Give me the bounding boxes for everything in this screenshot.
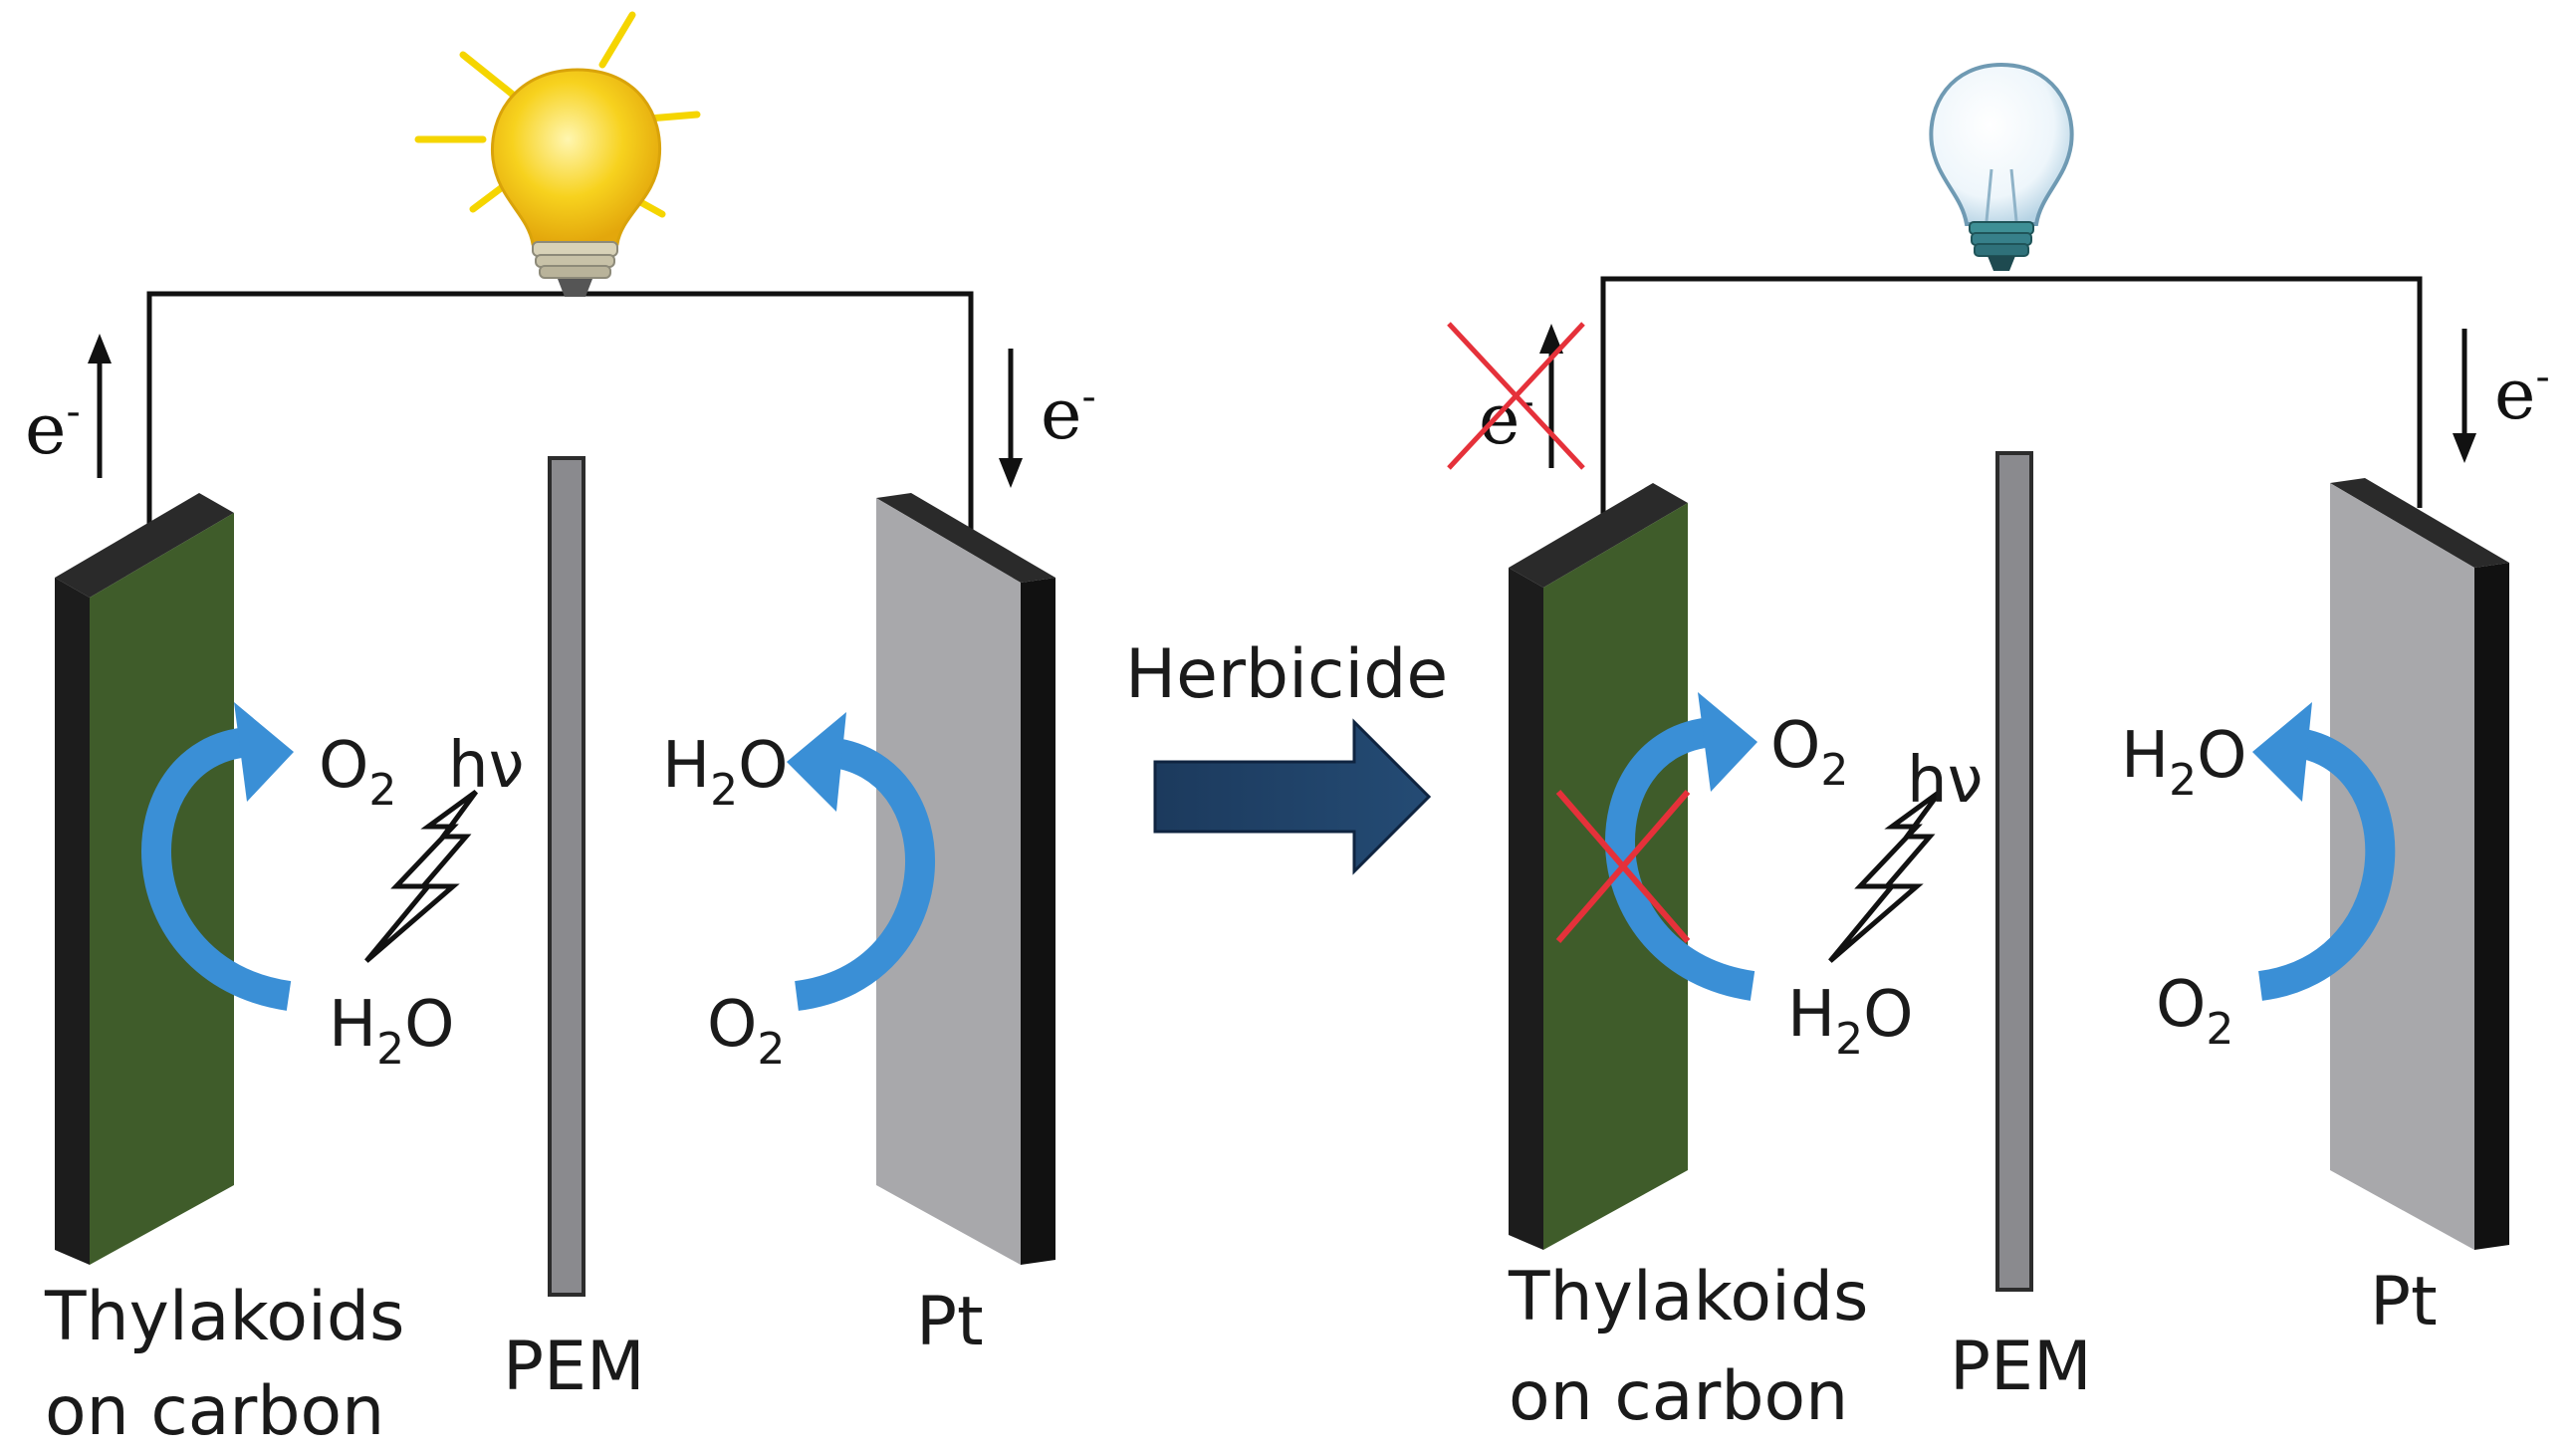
right-light-bolt-icon	[1828, 789, 1943, 963]
left-anode-o2: O2	[319, 729, 396, 816]
svg-text:e-: e-	[1041, 371, 1096, 455]
left-anode-reaction-arrow	[141, 702, 294, 1011]
right-cathode-label: Pt	[2370, 1263, 2438, 1341]
left-membrane-label: PEM	[503, 1328, 645, 1406]
left-circuit-wire	[146, 291, 974, 538]
left-pem-membrane	[548, 456, 585, 1297]
reaction-blocked-cross-icon	[1555, 790, 1691, 943]
left-anode-label-line1: Thylakoids	[44, 1278, 404, 1356]
right-anode-label-line1: Thylakoids	[1508, 1258, 1868, 1336]
left-anode-h2o: H2O	[329, 988, 455, 1075]
blocked-cross-icon	[1447, 322, 1585, 470]
left-anode-electron-flow: e-	[25, 334, 112, 478]
left-light-bolt-icon	[364, 789, 479, 963]
herbicide-label: Herbicide	[1125, 635, 1448, 714]
herbicide-process-arrow: Herbicide	[1125, 635, 1448, 875]
left-cell: e- e-	[25, 11, 1096, 1451]
right-anode-h2o: H2O	[1787, 978, 1914, 1065]
left-anode-label-line2: on carbon	[45, 1372, 384, 1451]
right-anode-o2: O2	[1770, 709, 1848, 796]
right-circuit-wire	[1600, 276, 2423, 518]
right-cell: e- e-	[1447, 62, 2550, 1436]
right-pem-membrane	[1995, 451, 2033, 1292]
left-pt-cathode	[876, 493, 1055, 1265]
left-photon-label: hν	[448, 729, 524, 803]
left-cathode-label: Pt	[916, 1283, 984, 1361]
right-anode-reaction-arrow	[1605, 692, 1757, 1001]
left-cathode-h2o: H2O	[662, 729, 789, 816]
right-anode-label-line2: on carbon	[1509, 1357, 1848, 1436]
right-cathode-reaction-arrow	[2252, 702, 2396, 1001]
left-cathode-o2: O2	[707, 988, 785, 1075]
right-cathode-h2o: H2O	[2121, 719, 2247, 806]
svg-text:e-: e-	[25, 386, 81, 470]
right-anode-electron-flow-blocked: e-	[1447, 322, 1585, 470]
svg-text:e-: e-	[2494, 352, 2550, 435]
right-membrane-label: PEM	[1950, 1328, 2092, 1406]
right-pt-cathode	[2330, 478, 2509, 1250]
right-cathode-o2: O2	[2156, 968, 2233, 1055]
left-cathode-electron-flow: e-	[999, 349, 1096, 488]
right-photon-label: hν	[1907, 744, 1983, 818]
right-thylakoid-anode	[1509, 483, 1688, 1250]
left-cathode-reaction-arrow	[787, 712, 936, 1011]
right-cathode-electron-flow: e-	[2453, 329, 2550, 463]
unlit-bulb-icon	[1929, 62, 2074, 271]
lit-bulb-icon	[414, 11, 701, 297]
